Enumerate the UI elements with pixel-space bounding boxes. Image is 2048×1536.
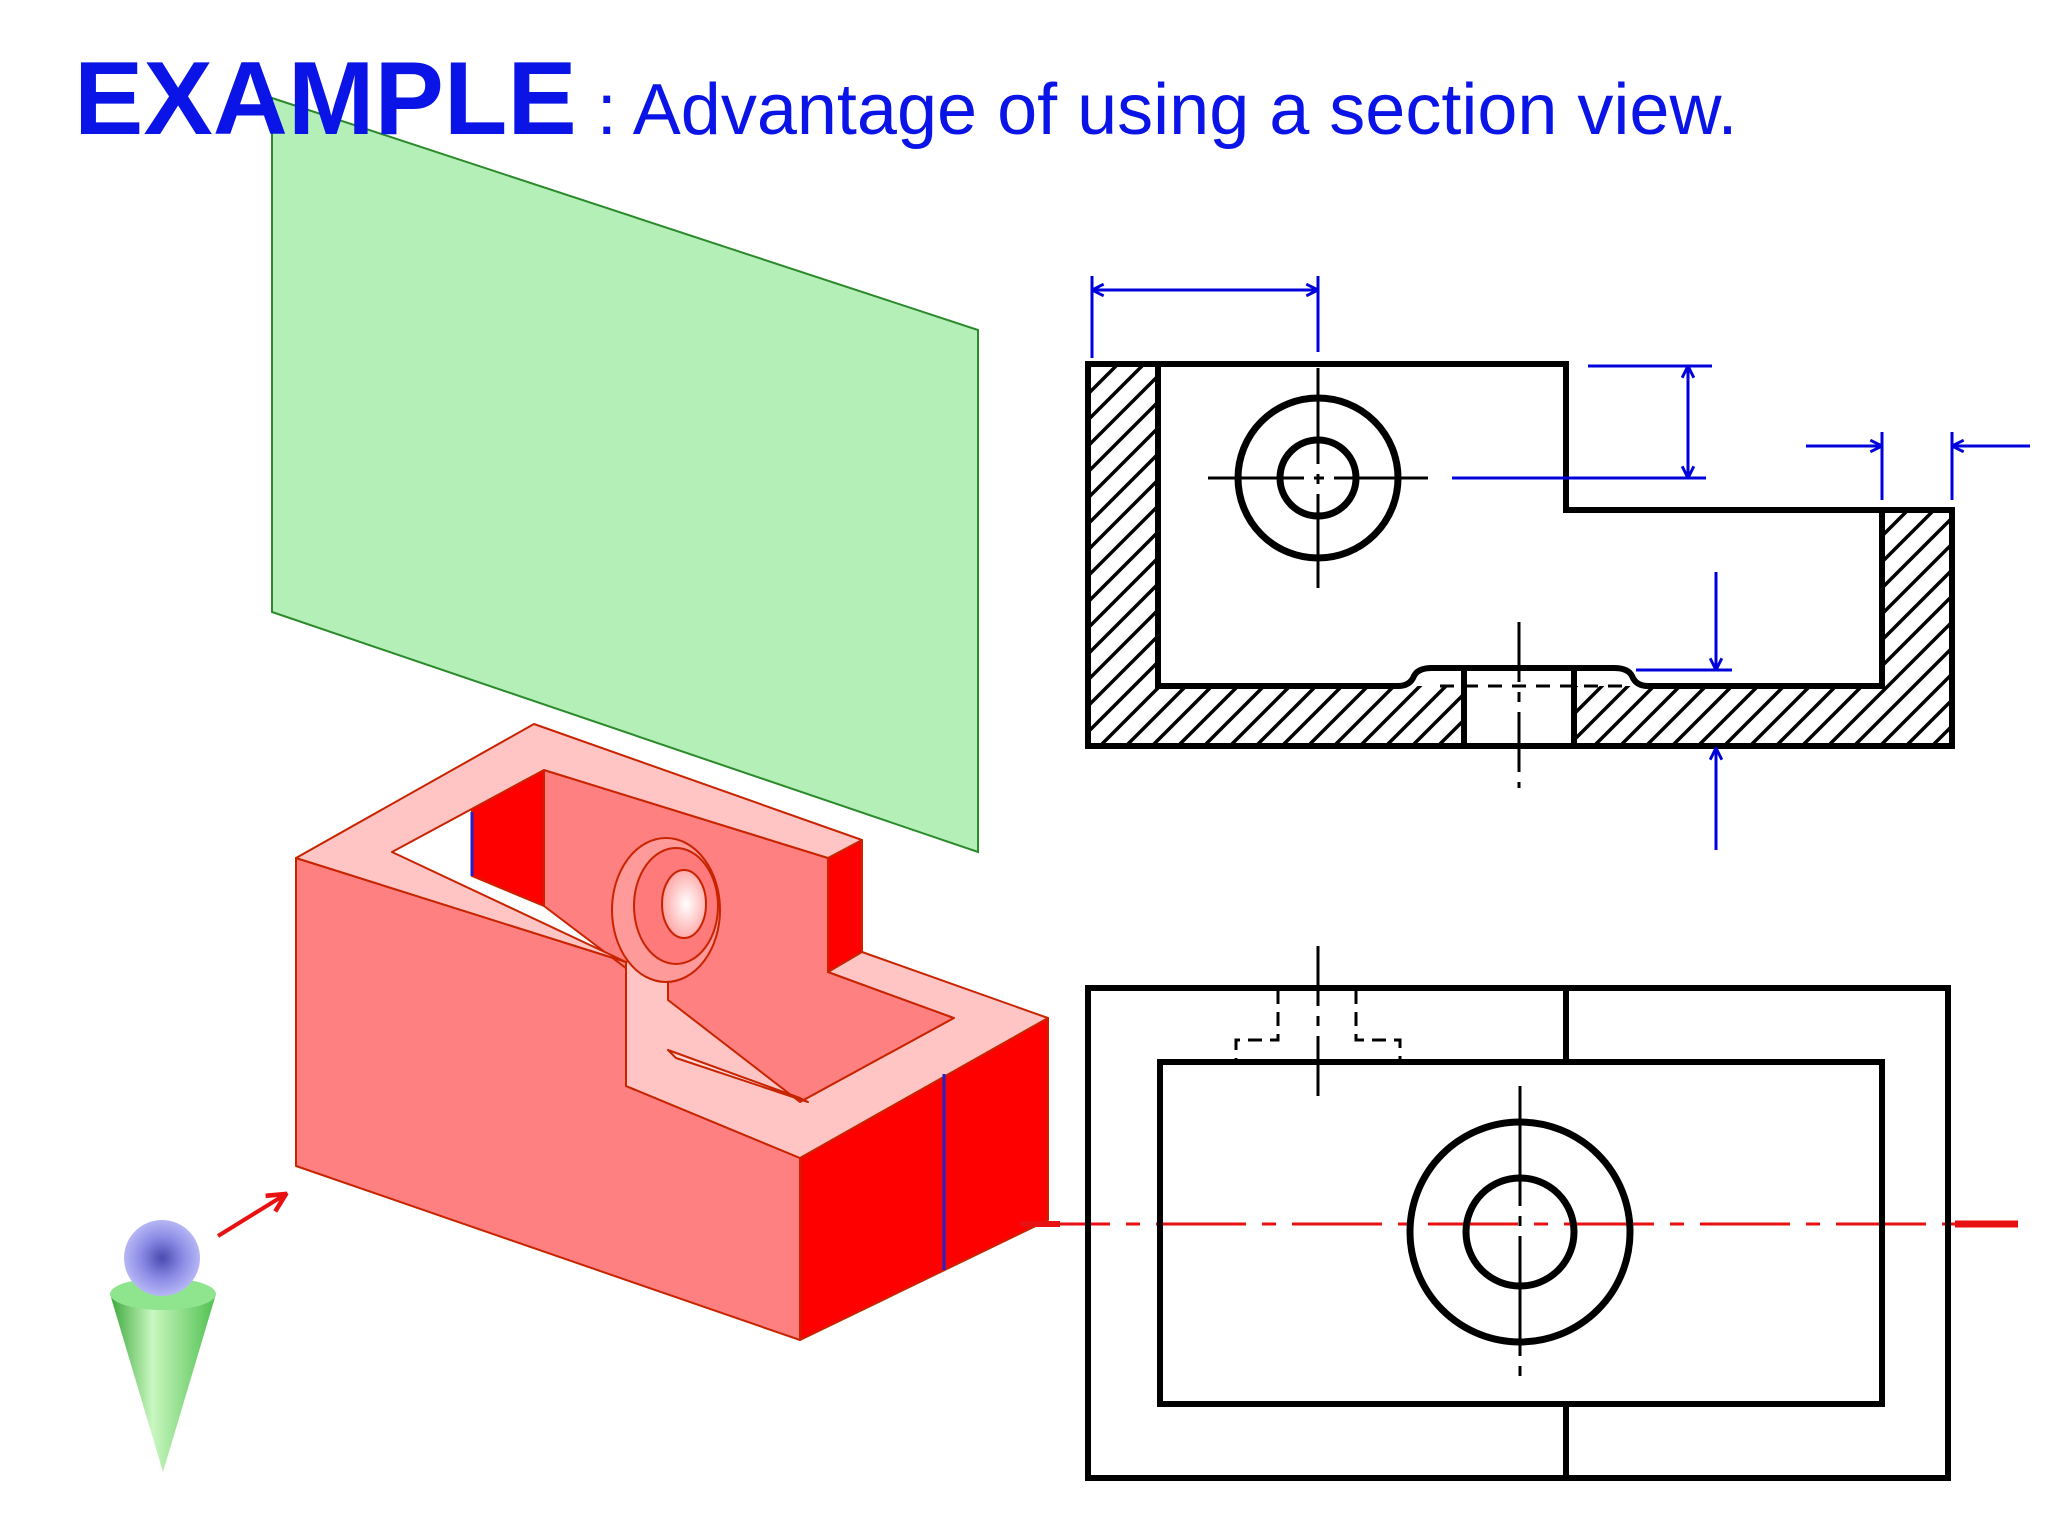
section-view [1085, 361, 1955, 788]
top-view [1085, 946, 1951, 1481]
section-outer-outline [1085, 361, 1955, 749]
title-text: : Advantage of using a section view. [577, 70, 1738, 150]
top-view-hidden-hole [1234, 990, 1402, 1062]
title-keyword: EXAMPLE [74, 41, 577, 157]
part-floor-ledge [667, 1049, 809, 1103]
slide-title: EXAMPLE : Advantage of using a section v… [74, 41, 1738, 157]
dimensions [1090, 276, 2030, 850]
top-view-inner [1157, 1059, 1885, 1407]
section-inner-outline [1155, 364, 1885, 689]
view-direction-arrow-icon [216, 1194, 286, 1238]
viewer-eye-icon [110, 1220, 216, 1472]
part-upright-side [827, 839, 863, 973]
isometric-part [295, 723, 1049, 1341]
cutting-plane [271, 96, 979, 854]
through-hole [661, 869, 707, 939]
part-top-rim [295, 723, 1049, 1159]
hatched-regions [1088, 364, 1952, 746]
top-view-outer [1085, 985, 1951, 1481]
